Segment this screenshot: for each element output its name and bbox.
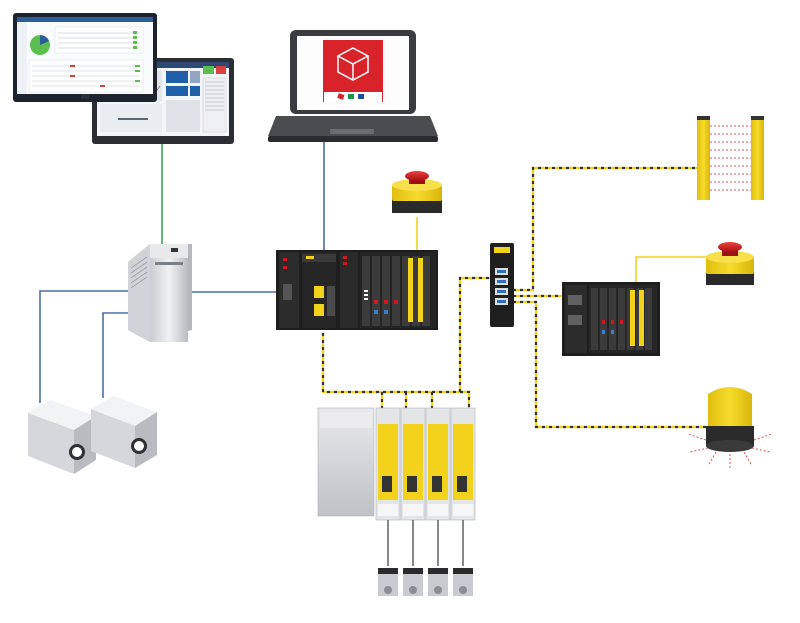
servo-motor-icon — [403, 568, 423, 596]
cable-ipc-to-camera-1 — [39, 290, 130, 403]
emergency-stop-button-icon — [392, 171, 442, 213]
safety-bus — [321, 166, 709, 429]
laptop-configuration-software-icon — [268, 30, 438, 142]
hmi-monitor-dashboard-icon — [13, 13, 157, 102]
servo-motor-icon — [428, 568, 448, 596]
cables — [39, 142, 709, 429]
servo-drive-icon — [375, 407, 401, 521]
safety-light-curtain-icon — [697, 116, 764, 200]
remote-safety-io-icon — [562, 282, 660, 356]
servo-drive-rack — [317, 407, 476, 521]
servo-drive-icon — [400, 407, 426, 521]
safety-controller-icon — [276, 250, 438, 330]
camera-icon — [91, 396, 157, 468]
servo-motor-icon — [453, 568, 473, 596]
servo-drive-icon — [425, 407, 451, 521]
io-module-stack — [360, 252, 436, 328]
motor-cables — [387, 520, 464, 566]
industrial-pc-icon — [128, 244, 192, 342]
cable-remote-io-to-estop — [635, 256, 709, 284]
servo-drive-icon — [450, 407, 476, 521]
safety-laser-scanner-icon — [687, 387, 773, 470]
emergency-stop-button-icon — [706, 242, 754, 285]
cable-ipc-to-camera-2 — [102, 312, 130, 398]
servo-motor-icon — [378, 568, 398, 596]
network-switch-icon — [490, 243, 514, 327]
camera-icon — [28, 400, 96, 474]
